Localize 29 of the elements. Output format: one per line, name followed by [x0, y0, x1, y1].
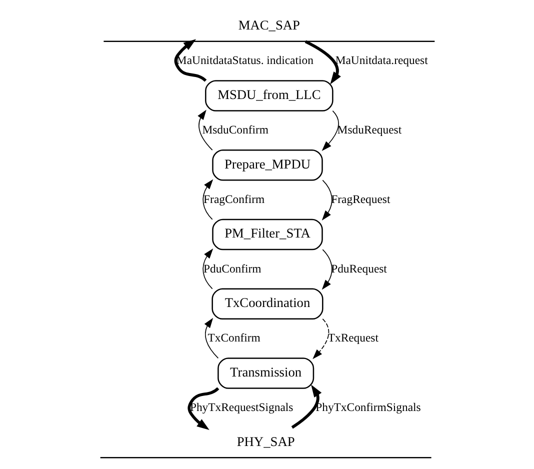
arrow	[197, 110, 212, 150]
edge-label: MsduConfirm	[202, 124, 268, 137]
arrow	[312, 318, 329, 360]
edge-label: PhyTxConfirmSignals	[315, 401, 420, 414]
node-box: Transmission	[217, 358, 314, 389]
edge-label: PduConfirm	[203, 262, 261, 276]
arrow	[321, 110, 338, 151]
node-text: MAC_SAP	[238, 18, 300, 33]
arrow	[204, 318, 218, 359]
edge-label: PhyTxRequestSignals	[189, 401, 293, 414]
node-box: Prepare_MPDU	[212, 149, 322, 181]
edge-label: TxRequest	[327, 332, 378, 345]
arrow	[174, 39, 206, 82]
edge-label: TxConfirm	[207, 332, 260, 345]
arrow	[321, 249, 332, 290]
arrow	[304, 40, 340, 84]
node-box: TxCoordination	[211, 288, 323, 320]
edge-label: FragConfirm	[203, 192, 264, 206]
node-text: PHY_SAP	[236, 434, 294, 449]
node-box: MSDU_from_LLC	[204, 80, 333, 112]
edge-label: MsduRequest	[336, 124, 402, 137]
edge-label: MaUnitdataStatus. indication	[176, 54, 313, 68]
arrow	[202, 179, 213, 220]
node-box: PM_Filter_STA	[212, 218, 322, 250]
arrow	[321, 180, 332, 220]
arrow	[290, 384, 322, 429]
arrow	[202, 248, 213, 290]
edge-label: MaUnitdata.request	[334, 54, 428, 68]
arrow	[187, 387, 219, 430]
